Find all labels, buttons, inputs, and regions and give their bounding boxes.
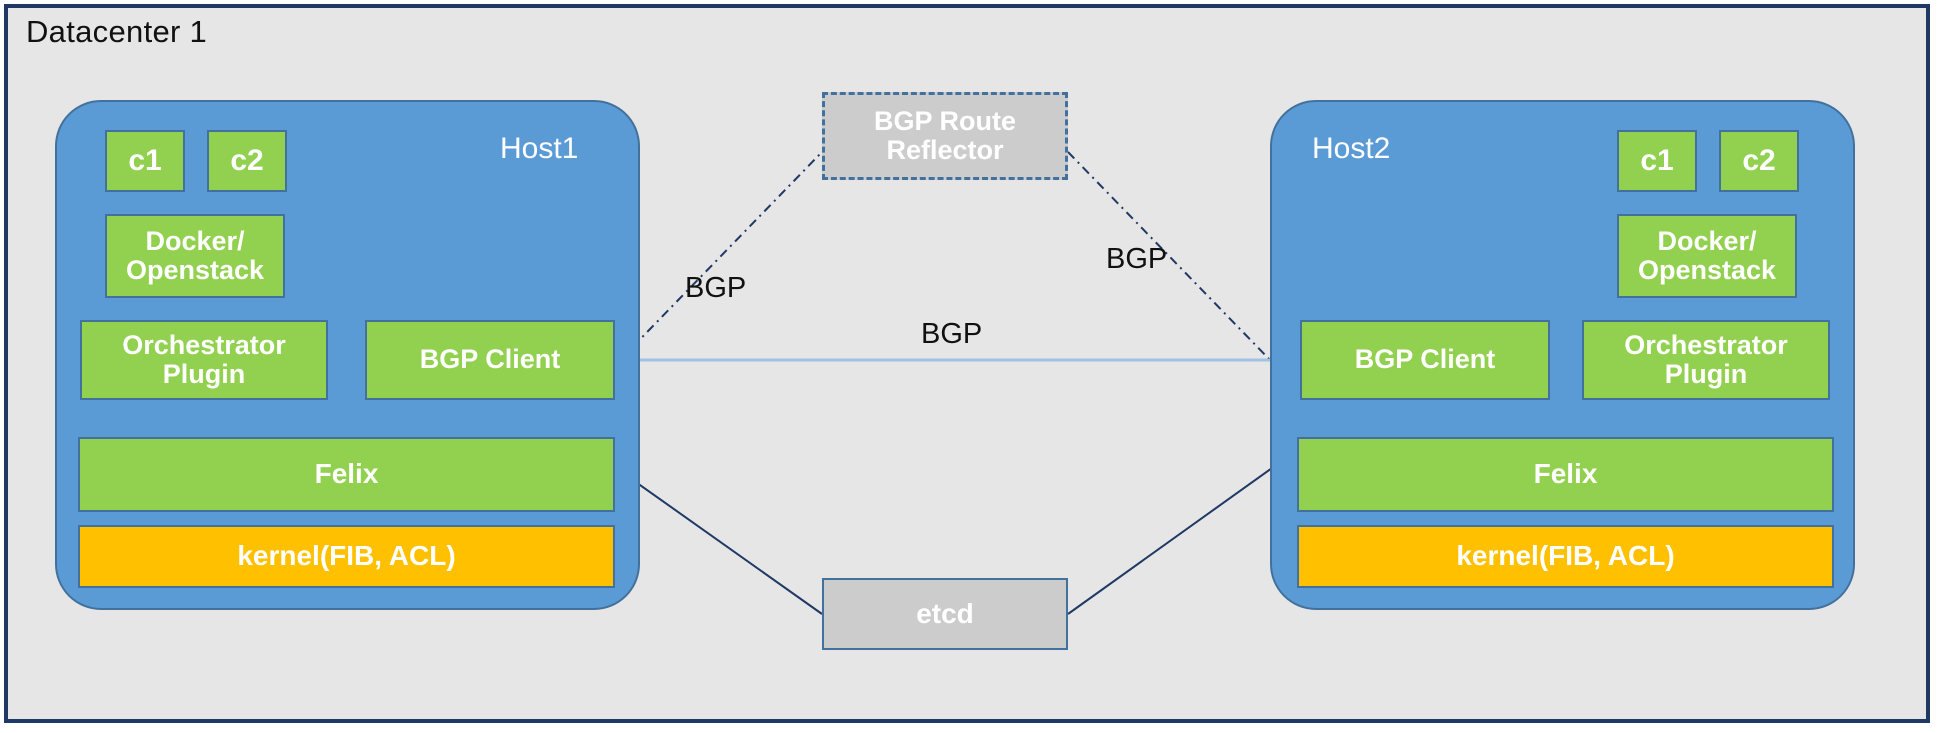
host2-bgp-client[interactable]: BGP Client xyxy=(1300,320,1550,400)
host1-kernel[interactable]: kernel(FIB, ACL) xyxy=(78,525,615,588)
host1-felix[interactable]: Felix xyxy=(78,437,615,512)
host2-orchestrator-line1: Orchestrator xyxy=(1624,329,1788,360)
host1-bgp-client[interactable]: BGP Client xyxy=(365,320,615,400)
datacenter-title: Datacenter 1 xyxy=(26,14,208,49)
host1-label: Host1 xyxy=(500,132,579,165)
host1-docker-line1: Docker/ xyxy=(145,225,245,256)
host2-container-c1[interactable]: c1 xyxy=(1617,130,1697,192)
host1-orchestrator-line1: Orchestrator xyxy=(122,329,286,360)
bgp-label-left: BGP xyxy=(685,272,747,304)
route-reflector-line2: Reflector xyxy=(886,135,1004,165)
host2-kernel[interactable]: kernel(FIB, ACL) xyxy=(1297,525,1834,588)
host1-container-c1[interactable]: c1 xyxy=(105,130,185,192)
host2-label: Host2 xyxy=(1312,132,1391,165)
host1-orchestrator-line2: Plugin xyxy=(162,359,246,389)
bgp-route-reflector[interactable]: BGP Route Reflector xyxy=(822,92,1068,180)
bgp-label-right: BGP xyxy=(1106,243,1168,275)
host2-docker-openstack[interactable]: Docker/ Openstack xyxy=(1617,214,1797,298)
host2-docker-line1: Docker/ xyxy=(1657,225,1757,256)
host2-felix[interactable]: Felix xyxy=(1297,437,1834,512)
route-reflector-line1: BGP Route xyxy=(873,105,1016,136)
etcd-store[interactable]: etcd xyxy=(822,578,1068,650)
host1-orchestrator-plugin[interactable]: Orchestrator Plugin xyxy=(80,320,328,400)
host2-container-c2[interactable]: c2 xyxy=(1719,130,1799,192)
host2-orchestrator-line2: Plugin xyxy=(1664,359,1748,389)
host1-container-c2[interactable]: c2 xyxy=(207,130,287,192)
host2-orchestrator-plugin[interactable]: Orchestrator Plugin xyxy=(1582,320,1830,400)
bgp-label-center: BGP xyxy=(921,318,983,350)
host2-docker-line2: Openstack xyxy=(1637,255,1777,285)
host1-docker-line2: Openstack xyxy=(125,255,265,285)
host1-docker-openstack[interactable]: Docker/ Openstack xyxy=(105,214,285,298)
